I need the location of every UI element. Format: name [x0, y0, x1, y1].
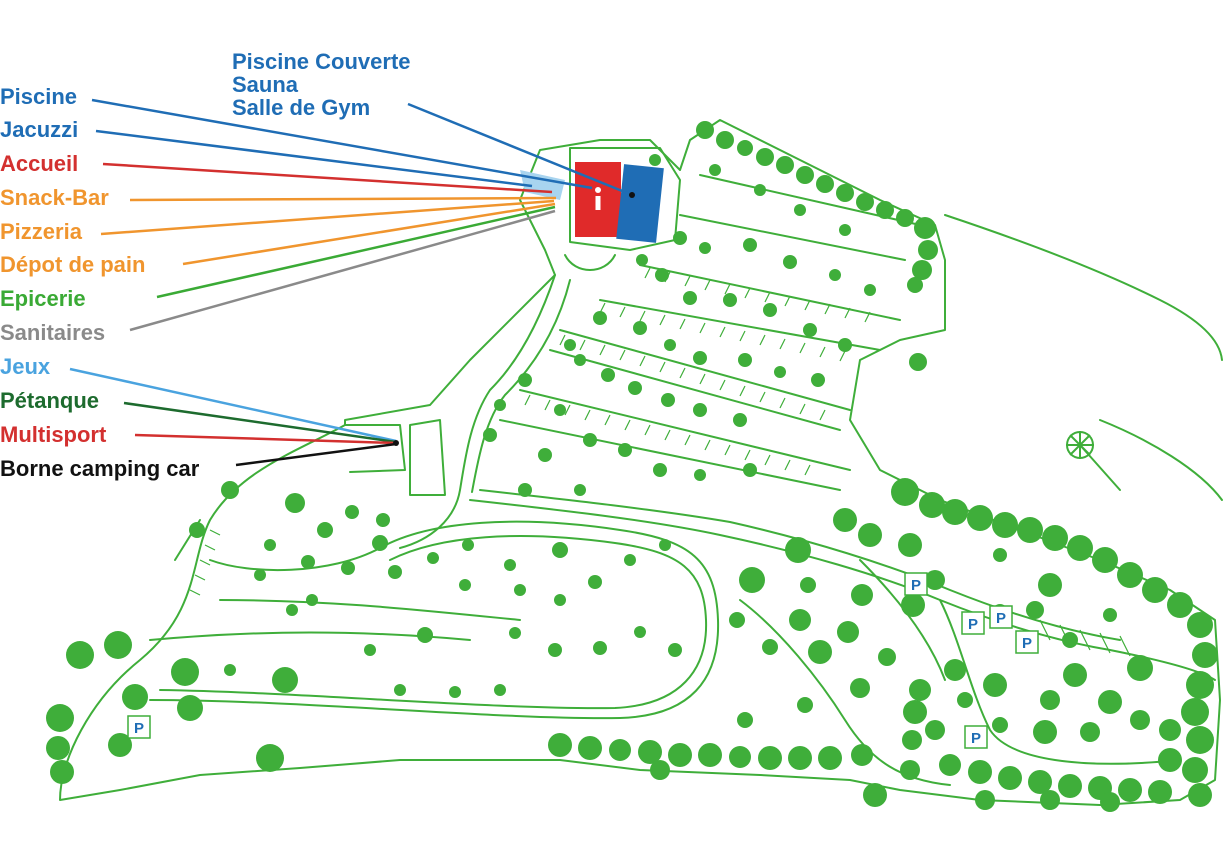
label-borne-camping-car: Borne camping car: [0, 456, 200, 481]
label-multisport: Multisport: [0, 422, 107, 447]
label-sauna: Sauna: [232, 72, 299, 97]
parking-icon: P: [971, 730, 981, 747]
leader-lines: [69, 98, 633, 467]
parking-markers: [127, 572, 1039, 749]
label-jacuzzi: Jacuzzi: [0, 117, 79, 142]
label-depot-de-pain: Dépot de pain: [0, 252, 146, 277]
vegetation: [46, 121, 1218, 812]
label-sanitaires: Sanitaires: [0, 320, 106, 345]
label-gym: Salle de Gym: [232, 95, 371, 120]
label-jeux: Jeux: [0, 354, 51, 379]
indoor-facilities-label: Piscine Couverte Sauna Salle de Gym: [232, 50, 411, 119]
central-buildings: [520, 162, 664, 243]
label-petanque: Pétanque: [0, 388, 100, 413]
label-snack-bar: Snack-Bar: [0, 185, 109, 210]
central-point-dot: [629, 192, 635, 198]
parking-icon: P: [1022, 635, 1032, 652]
parking-icon: P: [968, 616, 978, 633]
label-epicerie: Epicerie: [0, 286, 86, 311]
label-pizzeria: Pizzeria: [0, 219, 82, 244]
compass-rose-icon: [1066, 431, 1094, 459]
label-indoor-pool: Piscine Couverte: [232, 49, 411, 74]
terrace-hatching: [189, 267, 1131, 657]
label-piscine: Piscine: [0, 84, 78, 109]
label-accueil: Accueil: [0, 151, 79, 176]
parking-icon: P: [911, 577, 921, 594]
sports-point-dot: [393, 440, 399, 446]
indoor-pool-building: [616, 164, 664, 243]
parking-icon: P: [996, 610, 1006, 627]
info-icon: [595, 187, 601, 210]
parking-icon: P: [134, 720, 144, 737]
